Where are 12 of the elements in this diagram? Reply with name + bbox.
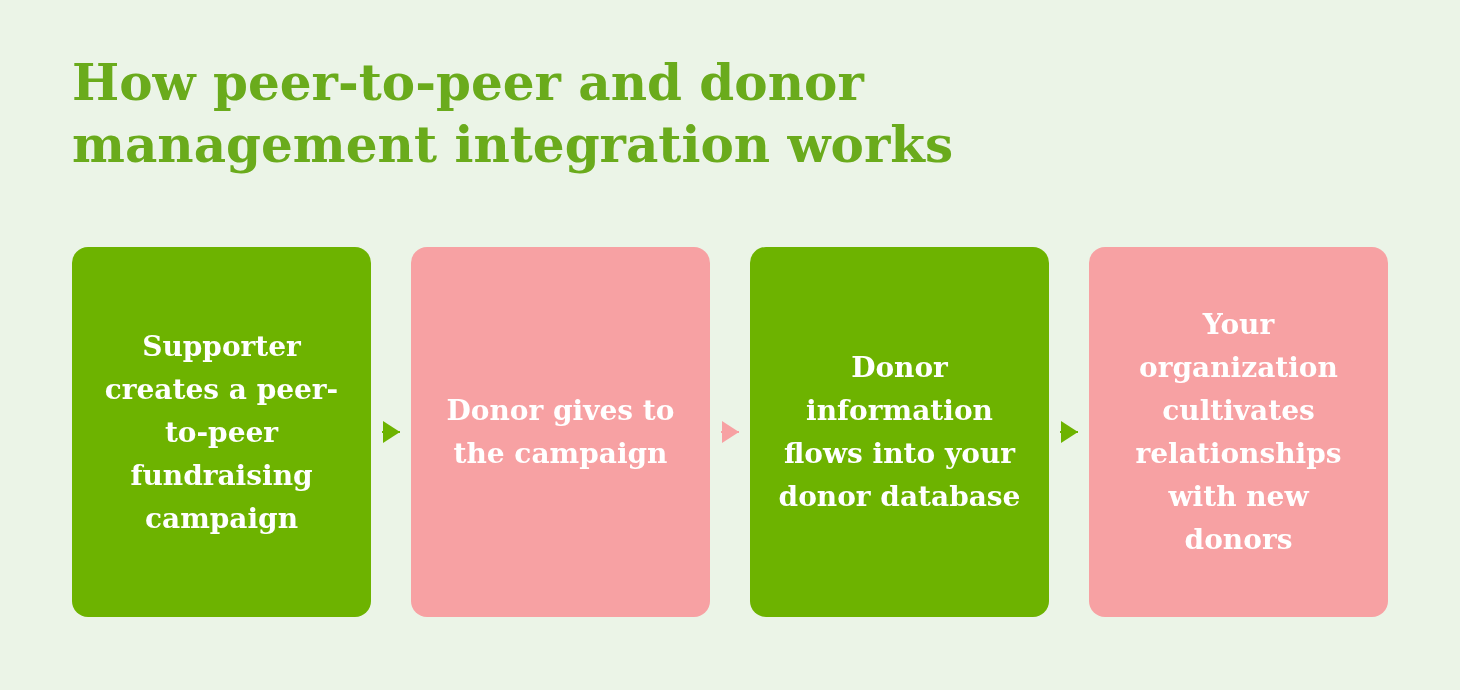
step-text: Donor gives to the campaign xyxy=(445,393,676,472)
title: How peer-to-peer and donor management integration works xyxy=(72,52,955,176)
step-box xyxy=(750,247,1049,617)
step-text: Donor information flows into your donor database xyxy=(777,350,1022,515)
step-text: Your organization cultivates relationships with new donors xyxy=(1134,307,1343,558)
step-box xyxy=(1089,247,1388,617)
arrow xyxy=(381,421,401,443)
arrow xyxy=(1059,421,1079,443)
step-box xyxy=(411,247,710,617)
step-text: Supporter creates a peer-to-peer fundraising campaign xyxy=(103,328,340,537)
arrow xyxy=(720,421,740,443)
step-box xyxy=(72,247,371,617)
